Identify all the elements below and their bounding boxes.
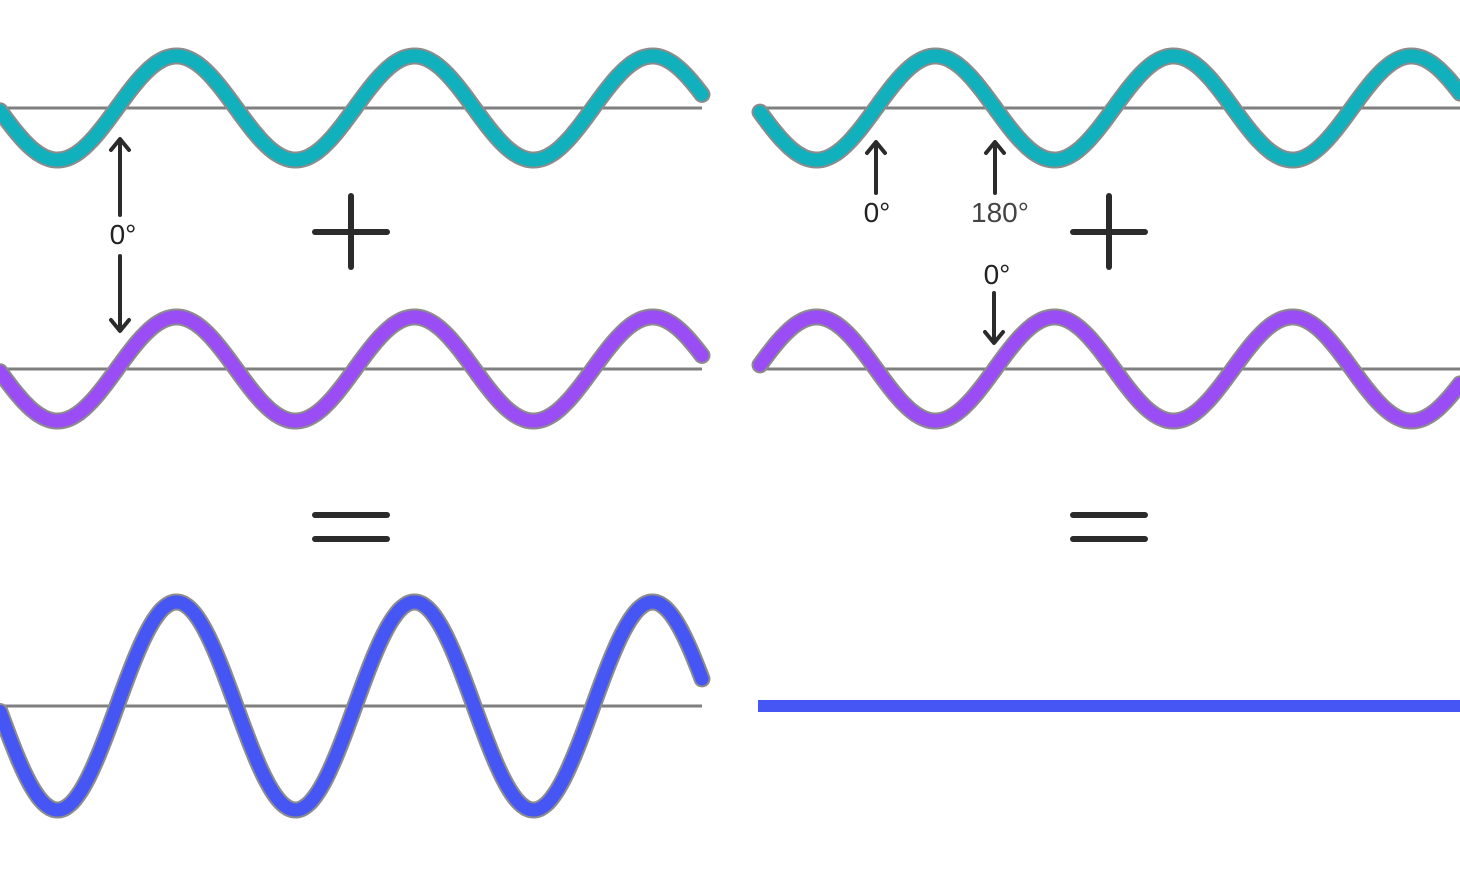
phase-label-right-c: 0°	[984, 259, 1011, 290]
wave1-left	[0, 49, 709, 167]
phase-arrow-right-a	[865, 140, 887, 195]
equals-symbol-left	[312, 512, 390, 542]
result-wave-left	[0, 595, 709, 817]
plus-symbol-right	[1070, 193, 1148, 270]
phase-arrow-left	[109, 137, 131, 333]
wave2-left	[0, 310, 709, 428]
phase-label-right-b: 180°	[971, 197, 1029, 228]
plus-symbol-left	[312, 193, 390, 270]
panel-out-of-phase: 0° 180° 0°	[751, 47, 1460, 712]
wave2-right	[753, 310, 1460, 428]
phase-arrow-right-b	[984, 140, 1006, 195]
panel-in-phase: 0°	[0, 47, 711, 819]
wave1-right	[753, 49, 1460, 167]
phase-label-right-a: 0°	[864, 197, 891, 228]
phase-label-left: 0°	[110, 219, 137, 250]
equals-symbol-right	[1070, 512, 1148, 542]
phase-arrow-right-c	[983, 291, 1005, 345]
